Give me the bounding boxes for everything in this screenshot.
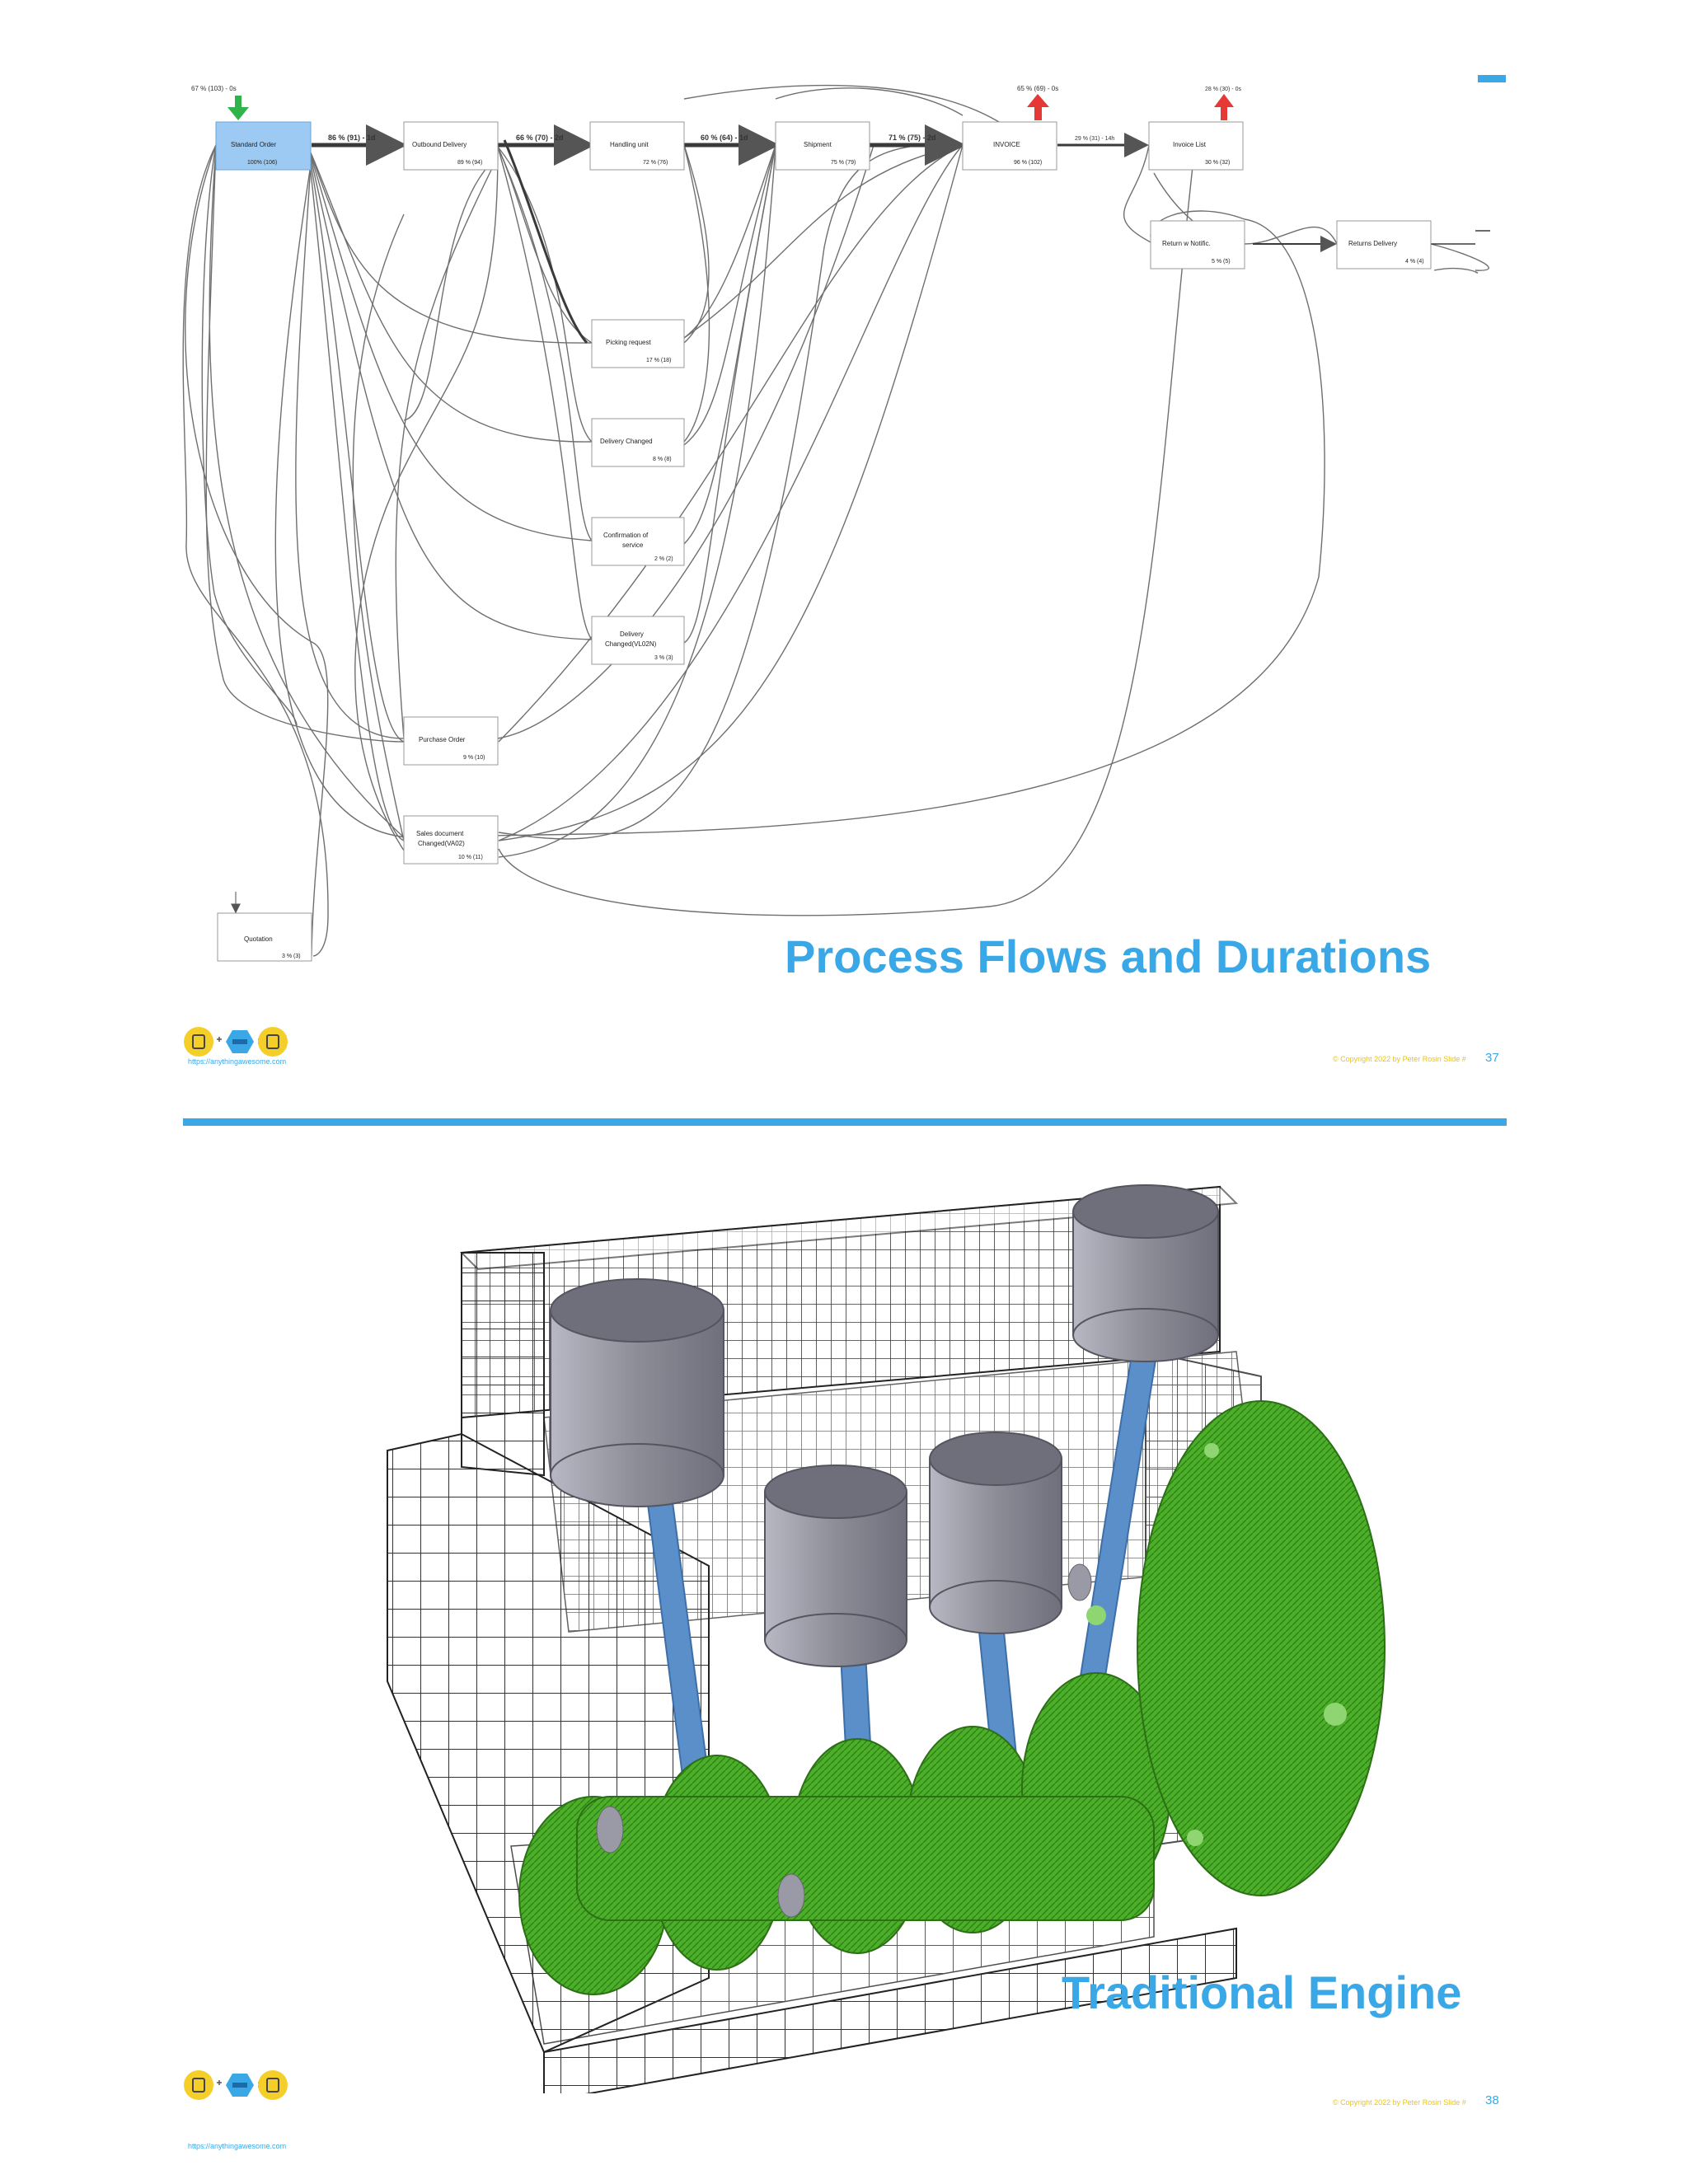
invoice-list-end-arrow-icon [1214, 94, 1234, 120]
svg-text:Returns Delivery: Returns Delivery [1348, 240, 1397, 247]
footer-url[interactable]: https://anythingawesome.com [188, 2142, 287, 2150]
footer-copyright: © Copyright 2022 by Peter Rosin Slide # [1333, 1055, 1466, 1063]
svg-text:Handling unit: Handling unit [610, 141, 649, 148]
flow-edges [182, 84, 1489, 957]
engine-illustration [387, 1184, 1386, 2093]
page-number: 38 [1485, 2093, 1499, 2107]
node-outbound-delivery[interactable]: Outbound Delivery 89 % (94) [403, 121, 499, 171]
node-handling-unit[interactable]: Handling unit 72 % (76) [589, 121, 685, 171]
pistons [550, 1184, 1219, 1667]
node-confirmation-service[interactable]: Confirmation of service 2 % (2) [591, 517, 685, 566]
process-flow-diagram: 67 % (103) - 0s 65 % (69) - 0s 28 % (30)… [182, 84, 1490, 962]
node-invoice-list[interactable]: Invoice List 30 % (32) [1148, 121, 1244, 171]
node-return-notific[interactable]: Return w Notific. 5 % (5) [1150, 220, 1245, 269]
svg-text:Changed(VA02): Changed(VA02) [418, 840, 465, 847]
svg-text:17 % (18): 17 % (18) [646, 358, 671, 363]
svg-text:Invoice List: Invoice List [1173, 141, 1207, 148]
svg-text:9 % (10): 9 % (10) [463, 755, 485, 761]
start-label: 67 % (103) - 0s [191, 85, 237, 92]
node-purchase-order[interactable]: Purchase Order 9 % (10) [403, 716, 499, 766]
invoice-end-arrow-icon [1027, 94, 1049, 120]
svg-text:2 % (2): 2 % (2) [654, 556, 673, 562]
svg-text:10 % (11): 10 % (11) [458, 855, 483, 860]
svg-text:Purchase Order: Purchase Order [419, 736, 466, 743]
edge-label: 60 % (64) - 1d [701, 134, 748, 142]
svg-text:5 % (5): 5 % (5) [1212, 259, 1231, 265]
svg-text:Confirmation of: Confirmation of [603, 532, 649, 539]
svg-text:service: service [622, 541, 644, 549]
svg-text:100% (106): 100% (106) [247, 160, 277, 166]
node-picking-request[interactable]: Picking request 17 % (18) [591, 319, 685, 368]
svg-text:8 % (8): 8 % (8) [653, 457, 672, 462]
node-shipment[interactable]: Shipment 75 % (79) [775, 121, 870, 171]
slide-title: Process Flows and Durations [785, 930, 1432, 982]
page-number: 37 [1485, 1051, 1499, 1065]
svg-text:Changed(VL02N): Changed(VL02N) [605, 640, 657, 648]
crankshaft [518, 1400, 1386, 1995]
node-invoice[interactable]: INVOICE 96 % (102) [962, 121, 1057, 171]
slide-process-flows: 67 % (103) - 0s 65 % (69) - 0s 28 % (30)… [182, 75, 1506, 1066]
node-quotation[interactable]: Quotation 3 % (3) [217, 912, 312, 962]
node-delivery-changed[interactable]: Delivery Changed 8 % (8) [591, 418, 685, 467]
slide-title: Traditional Engine [1062, 1966, 1462, 2018]
anything-awesome-logo [184, 2070, 288, 2100]
node-sales-document-changed[interactable]: Sales document Changed(VA02) 10 % (11) [403, 815, 499, 865]
svg-text:75 % (79): 75 % (79) [831, 160, 856, 166]
svg-text:Return w Notific.: Return w Notific. [1162, 240, 1211, 247]
svg-text:3 % (3): 3 % (3) [654, 655, 673, 661]
main-flow-arrows [312, 124, 1490, 344]
svg-text:4 % (4): 4 % (4) [1405, 259, 1424, 265]
node-standard-order[interactable]: Standard Order 100% (106) [215, 121, 312, 171]
anything-awesome-logo [184, 1027, 288, 1057]
edge-label: 86 % (91) - 1d [328, 134, 376, 142]
start-arrow-icon [227, 96, 249, 120]
svg-text:Quotation: Quotation [244, 935, 273, 943]
flywheel-bolts [1086, 1443, 1347, 1846]
edge-label: 71 % (75) - 2d [889, 134, 936, 142]
footer-url[interactable]: https://anythingawesome.com [188, 1057, 287, 1066]
accent-dash [1478, 75, 1506, 82]
crank-pins [596, 1563, 1092, 1918]
svg-text:INVOICE: INVOICE [993, 141, 1020, 148]
invoice-marker-label: 65 % (69) - 0s [1017, 85, 1058, 92]
svg-text:Delivery Changed: Delivery Changed [600, 438, 653, 445]
svg-text:3 % (3): 3 % (3) [282, 954, 301, 959]
footer-copyright: © Copyright 2022 by Peter Rosin Slide # [1333, 2098, 1466, 2107]
edge-label: 29 % (31) - 14h [1075, 136, 1114, 142]
svg-text:72 % (76): 72 % (76) [643, 160, 668, 166]
svg-text:30 % (32): 30 % (32) [1205, 160, 1230, 166]
svg-text:Delivery: Delivery [620, 630, 644, 638]
svg-text:Outbound Delivery: Outbound Delivery [412, 141, 467, 148]
svg-text:Shipment: Shipment [804, 141, 832, 148]
svg-text:96 % (102): 96 % (102) [1014, 160, 1042, 166]
svg-text:Sales document: Sales document [416, 830, 464, 837]
invoice-list-marker-label: 28 % (30) - 0s [1205, 87, 1241, 92]
svg-text:Standard Order: Standard Order [231, 141, 276, 148]
slide-traditional-engine: Traditional Engine https://anythingaweso… [0, 1104, 1688, 2184]
svg-text:89 % (94): 89 % (94) [457, 160, 482, 166]
edge-label: 66 % (70) - 2d [516, 134, 564, 142]
node-returns-delivery[interactable]: Returns Delivery 4 % (4) [1336, 220, 1432, 269]
node-delivery-changed-vl02n[interactable]: Delivery Changed(VL02N) 3 % (3) [591, 616, 685, 665]
slide-divider [183, 1118, 1507, 1126]
svg-text:Picking request: Picking request [606, 339, 651, 346]
